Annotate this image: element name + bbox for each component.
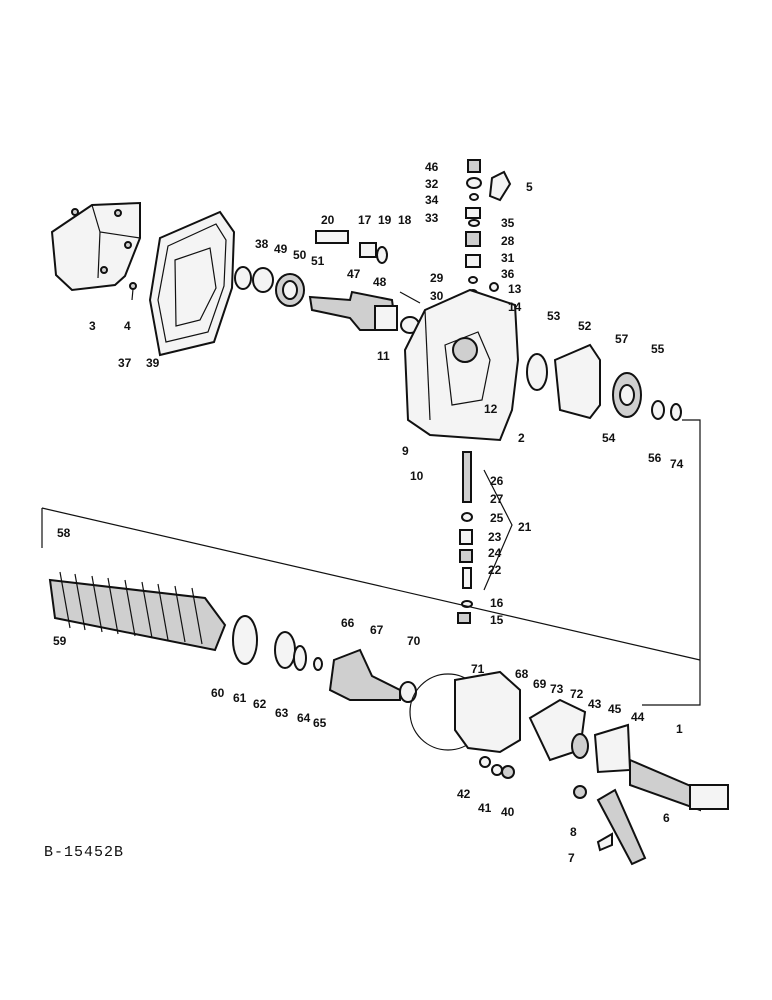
callout-50: 50 (293, 248, 307, 262)
part-seals-bearing (234, 266, 305, 307)
callout-4: 4 (124, 319, 131, 333)
callout-41: 41 (478, 801, 492, 815)
callout-18: 18 (398, 213, 412, 227)
part-screw (129, 282, 137, 301)
callout-67: 67 (370, 623, 384, 637)
callout-12: 12 (484, 402, 498, 416)
callout-22: 22 (488, 563, 502, 577)
callout-21: 21 (518, 520, 532, 534)
callout-52: 52 (578, 319, 592, 333)
callout-57: 57 (615, 332, 629, 346)
callout-74: 74 (670, 457, 684, 471)
callout-20: 20 (321, 213, 335, 227)
callout-70: 70 (407, 634, 421, 648)
callout-69: 69 (533, 677, 547, 691)
callout-14: 14 (508, 300, 522, 314)
part-valve-stack (315, 159, 512, 297)
callout-32: 32 (425, 177, 439, 191)
callout-64: 64 (297, 711, 311, 725)
callout-71: 71 (471, 662, 485, 676)
callout-73: 73 (550, 682, 564, 696)
callout-10: 10 (410, 469, 424, 483)
callout-30: 30 (430, 289, 444, 303)
callout-51: 51 (311, 254, 325, 268)
callout-9: 9 (402, 444, 409, 458)
callout-65: 65 (313, 716, 327, 730)
part-transmission-housing (403, 288, 520, 442)
callout-1: 1 (676, 722, 683, 736)
callout-44: 44 (631, 710, 645, 724)
callout-68: 68 (515, 667, 529, 681)
part-cover-gasket (148, 210, 236, 357)
callout-62: 62 (253, 697, 267, 711)
callout-63: 63 (275, 706, 289, 720)
callout-46: 46 (425, 160, 439, 174)
callout-58: 58 (57, 526, 71, 540)
callout-33: 33 (425, 211, 439, 225)
callout-17: 17 (358, 213, 372, 227)
part-control-valve (457, 451, 473, 624)
drawing-reference: B-15452B (44, 844, 124, 861)
callout-19: 19 (378, 213, 392, 227)
callout-36: 36 (501, 267, 515, 281)
part-clutch-drum (526, 343, 682, 421)
callout-60: 60 (211, 686, 225, 700)
callout-5: 5 (526, 180, 533, 194)
callout-31: 31 (501, 251, 515, 265)
callout-27: 27 (490, 492, 504, 506)
leader-lines (41, 291, 701, 706)
callout-3: 3 (89, 319, 96, 333)
callout-35: 35 (501, 216, 515, 230)
callout-55: 55 (651, 342, 665, 356)
callout-61: 61 (233, 691, 247, 705)
callout-26: 26 (490, 474, 504, 488)
callout-38: 38 (255, 237, 269, 251)
callout-45: 45 (608, 702, 622, 716)
callout-25: 25 (490, 511, 504, 525)
callout-15: 15 (490, 613, 504, 627)
callout-11: 11 (377, 349, 390, 363)
part-input-shaft (308, 290, 420, 334)
callout-59: 59 (53, 634, 67, 648)
callout-54: 54 (602, 431, 616, 445)
callout-47: 47 (347, 267, 361, 281)
callout-43: 43 (588, 697, 602, 711)
part-clutch-pack (48, 571, 227, 652)
callout-53: 53 (547, 309, 561, 323)
callout-37: 37 (118, 356, 132, 370)
callout-66: 66 (341, 616, 355, 630)
callout-13: 13 (508, 282, 522, 296)
callout-16: 16 (490, 596, 504, 610)
callout-24: 24 (488, 546, 502, 560)
callout-2: 2 (518, 431, 525, 445)
part-callouts: 1 2 3 4 5 6 7 8 9 10 11 12 13 14 15 16 1… (53, 160, 684, 865)
callout-28: 28 (501, 234, 515, 248)
callout-23: 23 (488, 530, 502, 544)
callout-40: 40 (501, 805, 515, 819)
callout-34: 34 (425, 193, 439, 207)
callout-49: 49 (274, 242, 288, 256)
callout-39: 39 (146, 356, 160, 370)
callout-48: 48 (373, 275, 387, 289)
callout-7: 7 (568, 851, 575, 865)
callout-8: 8 (570, 825, 577, 839)
callout-29: 29 (430, 271, 444, 285)
callout-56: 56 (648, 451, 662, 465)
callout-42: 42 (457, 787, 471, 801)
callout-72: 72 (570, 687, 584, 701)
part-shield-guard (50, 201, 141, 292)
callout-6: 6 (663, 811, 670, 825)
part-output-assembly (232, 615, 729, 866)
